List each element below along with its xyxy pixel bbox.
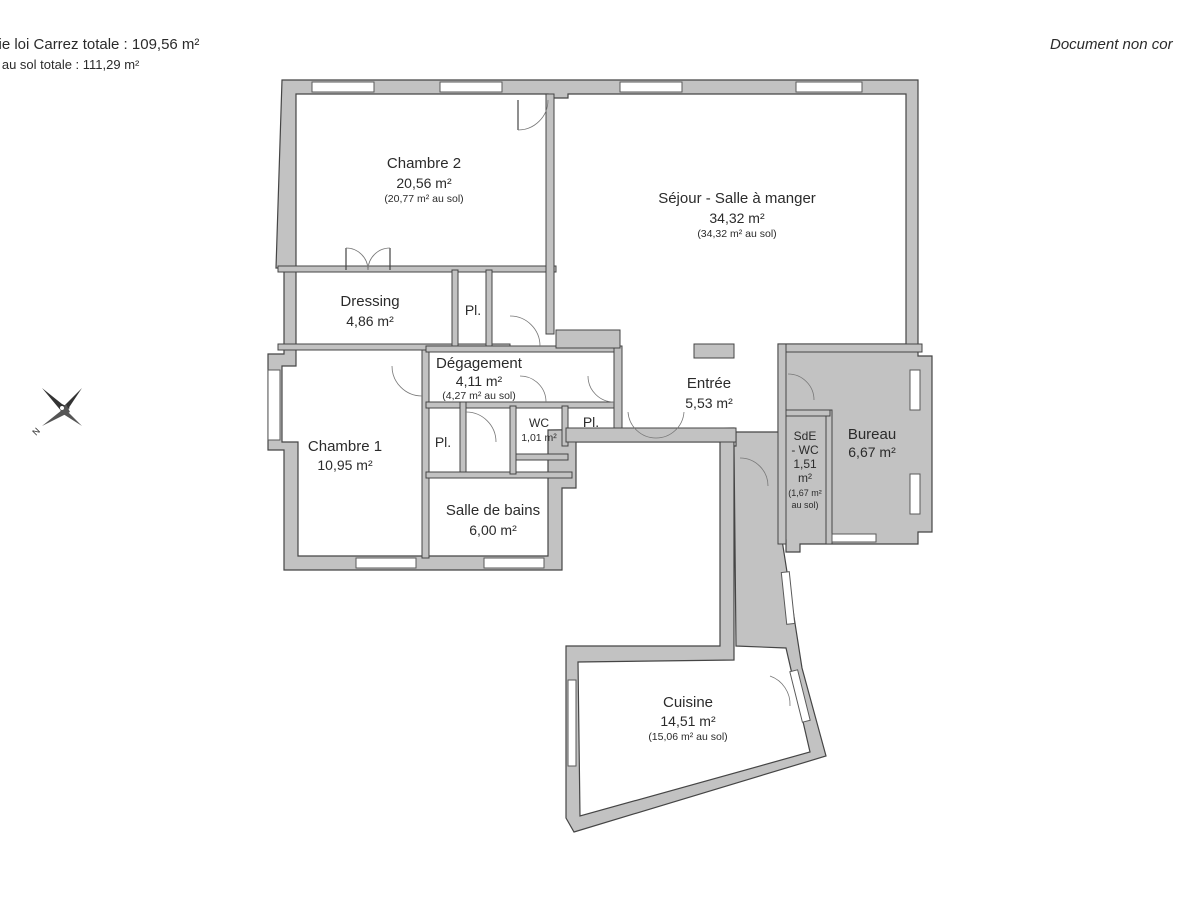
room-area: 10,95 m² [317, 457, 373, 473]
carrez-total-label: cie loi Carrez totale : 109,56 m² [0, 36, 200, 53]
room-name: Chambre 1 [308, 438, 382, 455]
room-area: 6,67 m² [848, 444, 896, 460]
room-area: 6,00 m² [469, 522, 517, 538]
room-floor-area: au sol) [791, 500, 818, 510]
room-area: 1,01 m² [521, 432, 557, 444]
partition [425, 471, 573, 479]
partition [459, 401, 467, 473]
room-name: Bureau [848, 426, 896, 443]
partition [485, 269, 493, 347]
room-area: 34,32 m² [709, 210, 765, 226]
compass-rose: N [30, 388, 82, 437]
room-name: Entrée [687, 375, 731, 392]
partition [777, 343, 787, 545]
room-chambre-1: Chambre 1 10,95 m² [308, 438, 382, 473]
room-floor-area: (20,77 m² au sol) [384, 193, 463, 205]
partition [825, 409, 833, 545]
partition [693, 343, 735, 359]
room-area: 1,51 [793, 457, 817, 471]
room-wc: WC 1,01 m² [521, 416, 557, 444]
room-area: 14,51 m² [660, 713, 716, 729]
room-chambre-2: Chambre 2 20,56 m² (20,77 m² au sol) [384, 155, 463, 205]
partition [777, 343, 923, 353]
room-cuisine: Cuisine 14,51 m² (15,06 m² au sol) [648, 694, 727, 743]
room-area: 5,53 m² [685, 395, 733, 411]
room-name: Cuisine [663, 694, 713, 711]
partition [451, 269, 459, 347]
room-salle-de-bains: Salle de bains 6,00 m² [446, 502, 540, 538]
room-area: 4,86 m² [346, 313, 394, 329]
room-dressing: Dressing 4,86 m² [340, 293, 399, 329]
room-sejour: Séjour - Salle à manger 34,32 m² (34,32 … [658, 190, 816, 240]
room-name: - WC [791, 443, 819, 457]
room-sde-wc: SdE - WC 1,51 m² (1,67 m² au sol) [788, 429, 822, 510]
compass-north-label: N [30, 426, 42, 438]
partition [545, 93, 555, 335]
room-entree: Entrée 5,53 m² [685, 375, 733, 411]
room-name: Pl. [465, 302, 481, 318]
partition [555, 329, 621, 349]
partition [515, 453, 569, 461]
room-name: Pl. [583, 414, 599, 430]
room-name: Séjour - Salle à manger [658, 190, 816, 207]
partition [565, 427, 737, 443]
disclaimer-label: Document non cor [1050, 36, 1173, 53]
partition [425, 401, 621, 409]
room-floor-area: (34,32 m² au sol) [697, 228, 776, 240]
windows [267, 81, 921, 767]
room-floor-area: (4,27 m² au sol) [442, 390, 516, 402]
partition [421, 349, 430, 559]
partition [509, 405, 517, 475]
room-area: m² [798, 471, 812, 485]
room-name: Salle de bains [446, 502, 540, 519]
room-placard-3: Pl. [583, 414, 599, 430]
room-floor-area: (1,67 m² [788, 488, 822, 498]
partition [277, 265, 557, 273]
room-name: Dressing [340, 293, 399, 310]
floor-area-total-label: e au sol totale : 111,29 m² [0, 57, 140, 72]
room-name: SdE [794, 429, 817, 443]
room-name: Dégagement [436, 355, 523, 372]
partition [613, 345, 623, 439]
room-degagement: Dégagement 4,11 m² (4,27 m² au sol) [436, 355, 523, 402]
room-name: WC [529, 416, 549, 430]
room-placard-2: Pl. [435, 434, 451, 450]
room-name: Pl. [435, 434, 451, 450]
room-bureau: Bureau 6,67 m² [848, 426, 896, 460]
room-floor-area: (15,06 m² au sol) [648, 731, 727, 743]
doors [345, 99, 815, 707]
partition [561, 405, 569, 447]
room-area: 4,11 m² [456, 373, 503, 389]
room-area: 20,56 m² [396, 175, 452, 191]
room-name: Chambre 2 [387, 155, 461, 172]
room-placard-1: Pl. [465, 302, 481, 318]
